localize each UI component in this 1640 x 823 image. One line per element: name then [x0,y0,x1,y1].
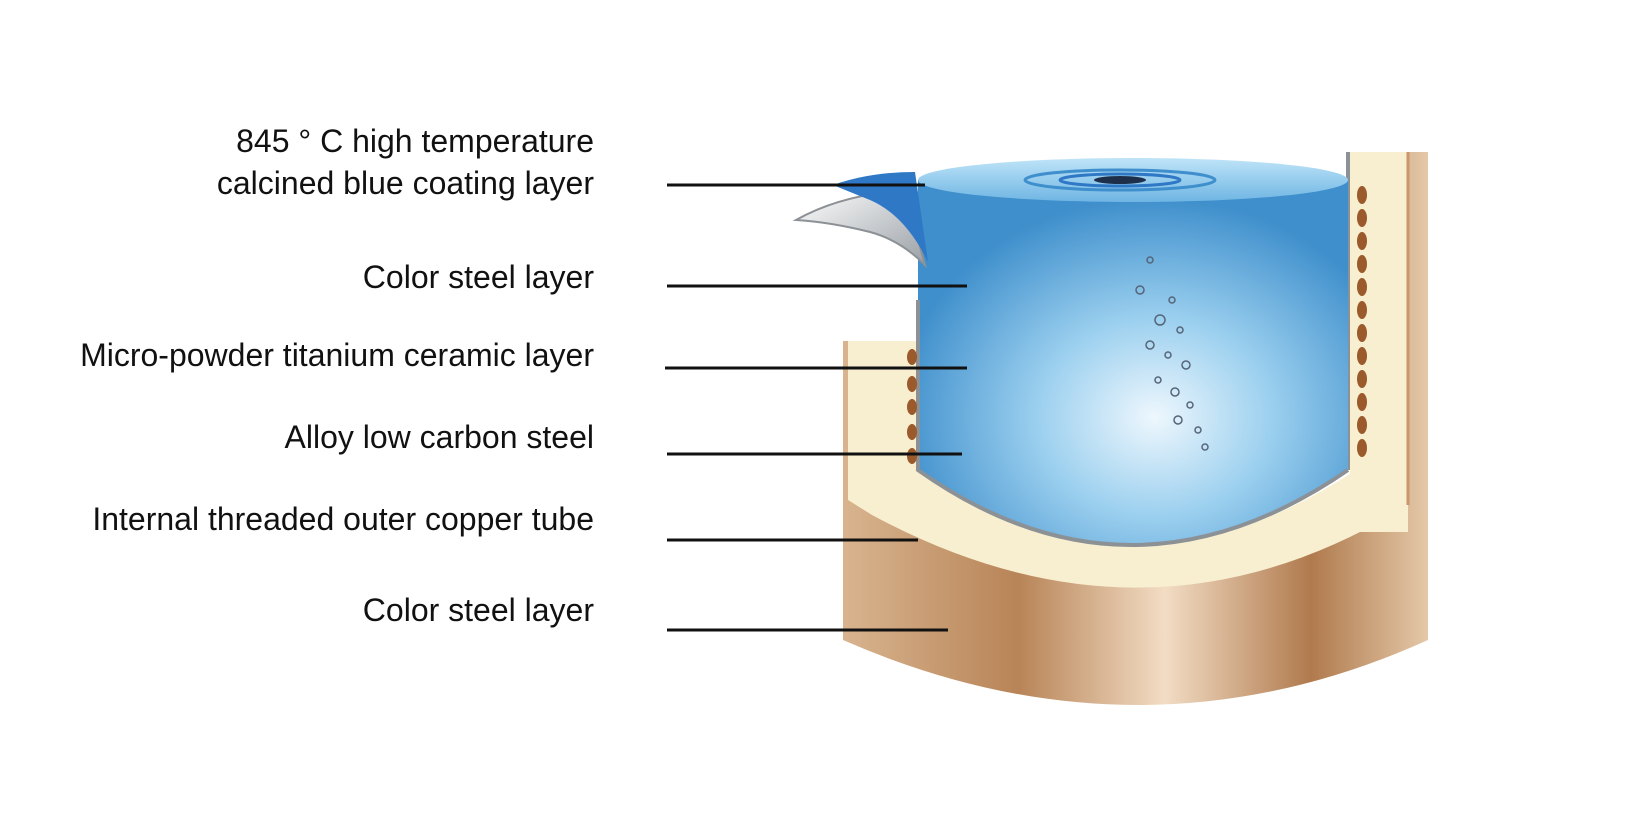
coil-right-12 [1357,439,1367,457]
coil-right-1 [1357,186,1367,204]
coil-right-11 [1357,416,1367,434]
coil-right-10 [1357,393,1367,411]
coil-left-5 [907,448,917,464]
coil-left-4 [907,424,917,440]
coil-left-3 [907,399,917,415]
water-ripple-center [1094,176,1146,184]
coil-right-8 [1357,347,1367,365]
coil-right-7 [1357,324,1367,342]
coil-left-1 [907,349,917,365]
coil-right-9 [1357,370,1367,388]
coil-right-6 [1357,301,1367,319]
coil-left-2 [907,376,917,392]
coil-right-4 [1357,255,1367,273]
insulation-right-column [1350,152,1408,532]
coil-right-2 [1357,209,1367,227]
inner-pot [918,180,1348,545]
coil-right-3 [1357,232,1367,250]
coil-right-5 [1357,278,1367,296]
